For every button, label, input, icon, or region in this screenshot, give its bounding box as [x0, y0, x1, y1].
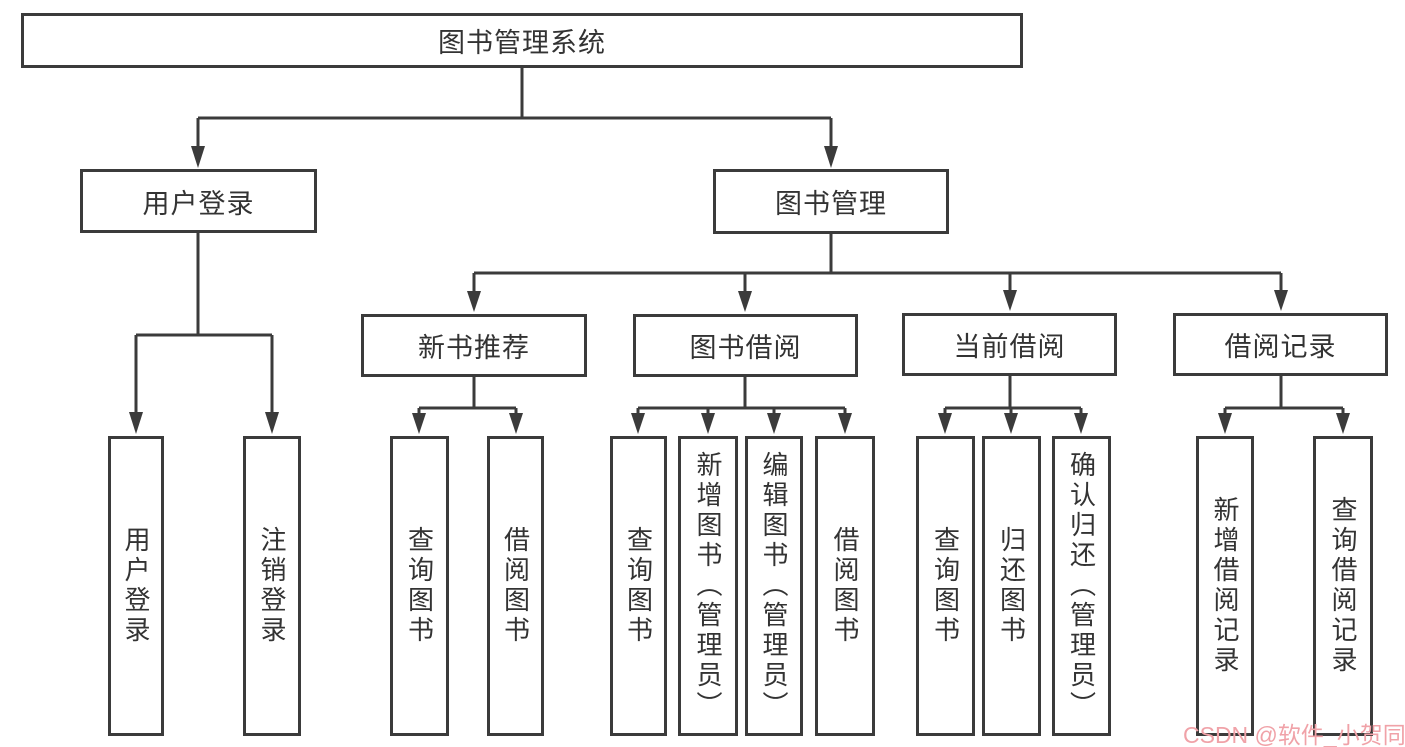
connector-root-to-level1	[191, 68, 838, 168]
arrowhead-icon	[1336, 413, 1350, 434]
leaf-br-add-record: 新增借阅记录	[1196, 436, 1254, 736]
leaf-label: 查询借阅记录	[1328, 496, 1358, 676]
leaf-nb-borrow-books: 借阅图书	[487, 436, 544, 736]
arrowhead-icon	[467, 291, 481, 312]
leaf-bb-query-books: 查询图书	[610, 436, 667, 736]
arrowhead-icon	[824, 146, 838, 168]
leaf-cb-confirm-return-admin: 确认归还（管理员）	[1052, 436, 1111, 736]
arrowhead-icon	[701, 413, 715, 434]
arrowhead-icon	[1218, 413, 1232, 434]
leaf-bb-borrow-books: 借阅图书	[815, 436, 875, 736]
arrowhead-icon	[1274, 290, 1288, 311]
connector-user-login-to-leaves	[129, 233, 279, 434]
node-label: 当前借阅	[953, 332, 1066, 362]
leaf-label: 编辑图书（管理员）	[759, 451, 789, 721]
leaf-label: 确认归还（管理员）	[1066, 451, 1097, 721]
leaf-label: 用户登录	[121, 526, 151, 646]
node-new-book-recommendation: 新书推荐	[361, 314, 587, 377]
leaf-bb-edit-books-admin: 编辑图书（管理员）	[745, 436, 803, 736]
connector-book-management-to-level2	[467, 234, 1288, 312]
arrowhead-icon	[767, 413, 781, 434]
arrowhead-icon	[1003, 290, 1017, 311]
arrowhead-icon	[129, 412, 143, 434]
arrowhead-icon	[1004, 413, 1018, 434]
leaf-label: 归还图书	[996, 526, 1027, 646]
leaf-label: 查询图书	[404, 526, 435, 646]
leaf-label: 借阅图书	[500, 526, 531, 646]
leaf-label: 借阅图书	[830, 526, 860, 646]
node-label: 图书管理	[775, 189, 887, 219]
connector-book-borrowing-to-leaves	[631, 377, 852, 434]
node-book-borrowing: 图书借阅	[633, 314, 858, 377]
root-node-system: 图书管理系统	[21, 13, 1023, 68]
node-label: 用户登录	[142, 188, 255, 219]
leaf-logout: 注销登录	[243, 436, 301, 736]
arrowhead-icon	[738, 291, 752, 312]
connector-new-book-to-leaves	[412, 377, 523, 434]
node-label: 新书推荐	[418, 333, 530, 363]
leaf-cb-query-books: 查询图书	[916, 436, 975, 736]
arrowhead-icon	[838, 413, 852, 434]
node-label: 图书借阅	[689, 333, 802, 363]
node-book-management: 图书管理	[713, 169, 949, 234]
arrowhead-icon	[412, 413, 426, 434]
node-current-borrowing: 当前借阅	[902, 313, 1117, 376]
leaf-label: 注销登录	[257, 526, 287, 646]
leaf-nb-query-books: 查询图书	[390, 436, 449, 736]
connector-current-borrowing-to-leaves	[938, 376, 1088, 434]
node-borrowing-records: 借阅记录	[1173, 313, 1388, 376]
arrowhead-icon	[509, 413, 523, 434]
leaf-label: 查询图书	[623, 526, 654, 646]
leaf-label: 查询图书	[930, 526, 961, 646]
leaf-label: 新增图书（管理员）	[693, 451, 723, 721]
leaf-br-query-record: 查询借阅记录	[1313, 436, 1373, 736]
csdn-watermark: CSDN @软件_小贺同学	[1183, 722, 1405, 747]
leaf-bb-add-books-admin: 新增图书（管理员）	[678, 436, 738, 736]
root-node-label: 图书管理系统	[438, 28, 606, 58]
arrowhead-icon	[938, 413, 952, 434]
leaf-label: 新增借阅记录	[1210, 496, 1240, 676]
arrowhead-icon	[1074, 413, 1088, 434]
node-label: 借阅记录	[1224, 332, 1337, 362]
arrowhead-icon	[631, 413, 645, 434]
leaf-user-login: 用户登录	[108, 436, 164, 736]
leaf-cb-return-books: 归还图书	[982, 436, 1041, 736]
arrowhead-icon	[265, 412, 279, 434]
node-user-login: 用户登录	[80, 169, 317, 233]
arrowhead-icon	[191, 146, 205, 168]
connector-borrowing-records-to-leaves	[1218, 376, 1350, 434]
